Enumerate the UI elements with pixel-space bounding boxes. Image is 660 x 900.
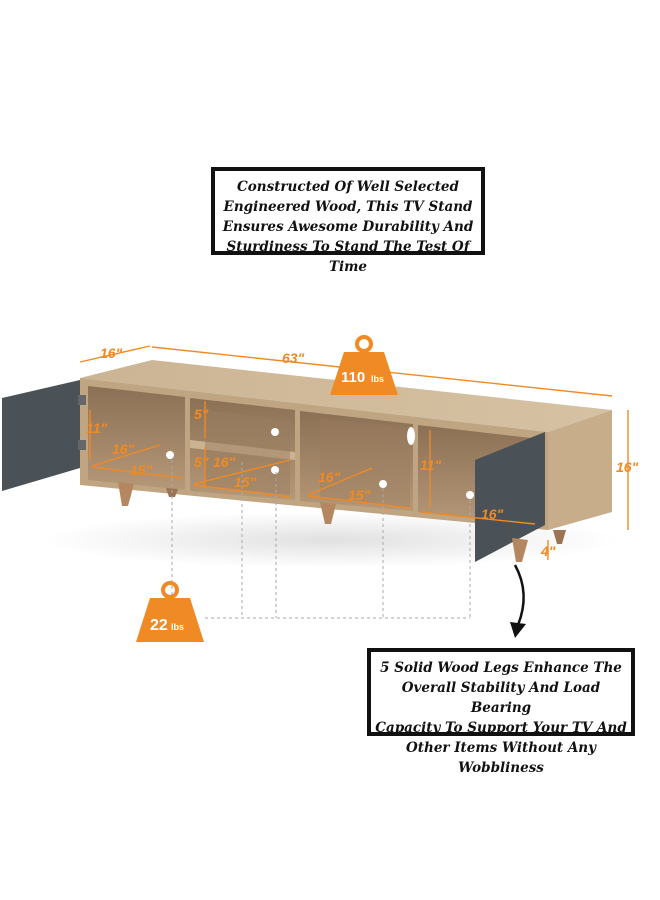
right-door xyxy=(475,432,545,562)
dim-middle-depth: 16" xyxy=(213,454,236,470)
middle-back-wall xyxy=(205,410,290,495)
leg xyxy=(118,482,134,506)
weight-shelf-number: 22 xyxy=(150,617,168,634)
callout-top-line-3: Ensures Awesome Durability And xyxy=(222,219,474,235)
dim-middle-width: 15" xyxy=(234,474,257,490)
dim-center-width: 15" xyxy=(348,487,371,503)
dim-middle-upper-height: 5" xyxy=(194,406,209,422)
hinge xyxy=(78,440,86,450)
dim-left-cabinet-height: 11" xyxy=(86,420,108,436)
dim-left-cabinet-width: 15" xyxy=(130,462,153,478)
center-back-wall xyxy=(320,418,410,508)
weight-top-unit: lbs xyxy=(371,374,384,384)
weight-top-number: 110 xyxy=(341,369,365,386)
callout-bottom-line-4: Other Items Without Any Wobbliness xyxy=(406,740,596,776)
cable-hole xyxy=(271,466,279,474)
callout-bottom-line-3: Capacity To Support Your TV And xyxy=(375,720,627,736)
callout-top-line-1: Constructed Of Well Selected xyxy=(237,179,459,195)
callout-bottom-line-1: 5 Solid Wood Legs Enhance The xyxy=(380,660,622,676)
stand-top-surface xyxy=(80,360,612,432)
cable-hole xyxy=(466,491,474,499)
weight-icon-110: 110 lbs xyxy=(330,335,398,395)
callout-construction: Constructed Of Well Selected Engineered … xyxy=(211,167,485,275)
callout-top-line-4: Sturdiness To Stand The Test Of Time xyxy=(226,239,470,275)
dim-top-length: 63" xyxy=(282,350,305,366)
dim-middle-lower-height: 5" xyxy=(194,454,209,470)
leg xyxy=(512,538,528,562)
dim-leg-height: 4" xyxy=(540,543,556,559)
dim-center-depth: 16" xyxy=(318,469,341,485)
callout-top-line-2: Engineered Wood, This TV Stand xyxy=(223,199,473,215)
compartment-left xyxy=(88,386,185,490)
dim-right-cabinet-height: 11" xyxy=(420,457,442,473)
dim-top-depth: 16" xyxy=(100,345,123,361)
dim-total-height: 16" xyxy=(616,459,639,475)
pointer-arrow xyxy=(510,564,526,638)
cable-hole xyxy=(166,451,174,459)
cable-hole xyxy=(271,428,279,436)
callout-legs: 5 Solid Wood Legs Enhance The Overall St… xyxy=(367,648,635,776)
guide-lines xyxy=(171,460,471,619)
left-door xyxy=(2,380,80,491)
leg xyxy=(320,502,336,524)
leg xyxy=(553,530,566,544)
callout-bottom-line-2: Overall Stability And Load Bearing xyxy=(401,680,601,716)
cable-hole xyxy=(379,480,387,488)
cable-hole xyxy=(407,427,415,445)
weight-icon-22: 22 lbs xyxy=(136,581,204,642)
stand-side-panel xyxy=(548,410,612,530)
dim-right-cabinet-depth: 16" xyxy=(481,506,504,522)
weight-shelf-unit: lbs xyxy=(171,622,184,632)
dim-left-cabinet-depth: 16" xyxy=(112,441,135,457)
hinge xyxy=(78,395,86,405)
